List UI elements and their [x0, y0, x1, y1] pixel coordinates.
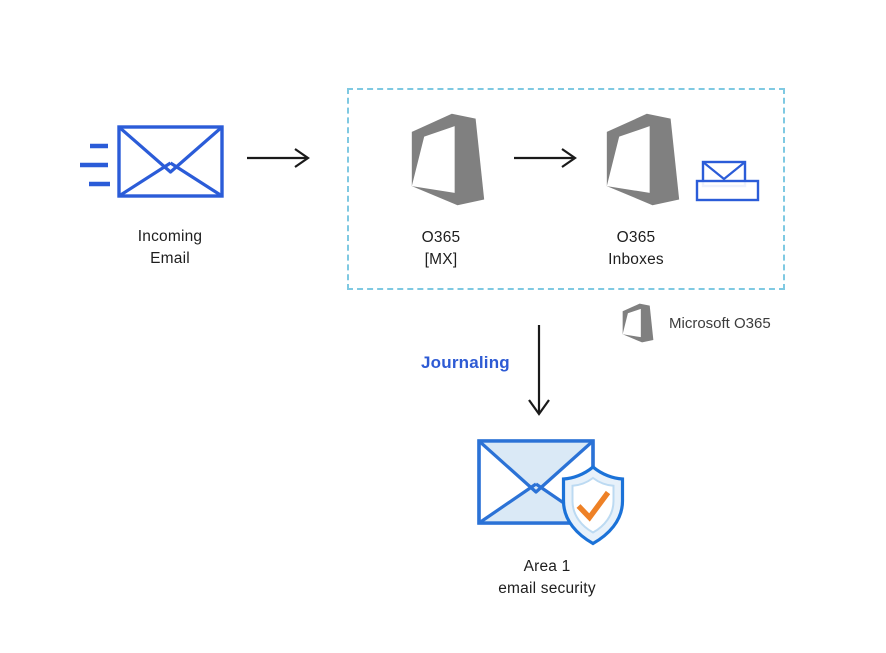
speed-lines-icon: [80, 143, 110, 187]
o365-mx-label-line1: O365: [421, 229, 461, 246]
arrow-right-icon: [247, 148, 310, 168]
incoming-email-label-line1: Incoming: [137, 228, 203, 245]
inbox-envelope-icon: [695, 160, 760, 202]
office365-icon: [411, 113, 485, 206]
arrow-right-icon: [514, 148, 577, 168]
area1-security-icon: [477, 439, 625, 546]
o365-mx-label-line2: [MX]: [424, 251, 458, 268]
area1-label-line2: email security: [498, 580, 596, 597]
o365-mx-label: O365 [MX]: [422, 227, 461, 271]
o365-inboxes-label-line2: Inboxes: [608, 251, 664, 268]
o365-inboxes-label-line1: O365: [616, 229, 656, 246]
legend-microsoft-o365: Microsoft O365: [619, 302, 771, 344]
o365-inboxes-label: O365 Inboxes: [608, 227, 664, 271]
area1-label: Area 1 email security: [498, 556, 596, 600]
arrow-down-icon: [528, 325, 550, 416]
office365-icon: [622, 303, 654, 343]
office365-icon: [606, 113, 680, 206]
incoming-email-envelope-icon: [80, 125, 224, 198]
journaling-label: Journaling: [421, 353, 510, 372]
shield-check-icon: [561, 464, 625, 546]
legend-label: Microsoft O365: [669, 314, 771, 332]
incoming-email-label: Incoming Email: [138, 226, 203, 270]
incoming-email-label-line2: Email: [150, 250, 190, 267]
area1-label-line1: Area 1: [523, 558, 571, 575]
o365-zone-dashed-box: [347, 88, 785, 290]
